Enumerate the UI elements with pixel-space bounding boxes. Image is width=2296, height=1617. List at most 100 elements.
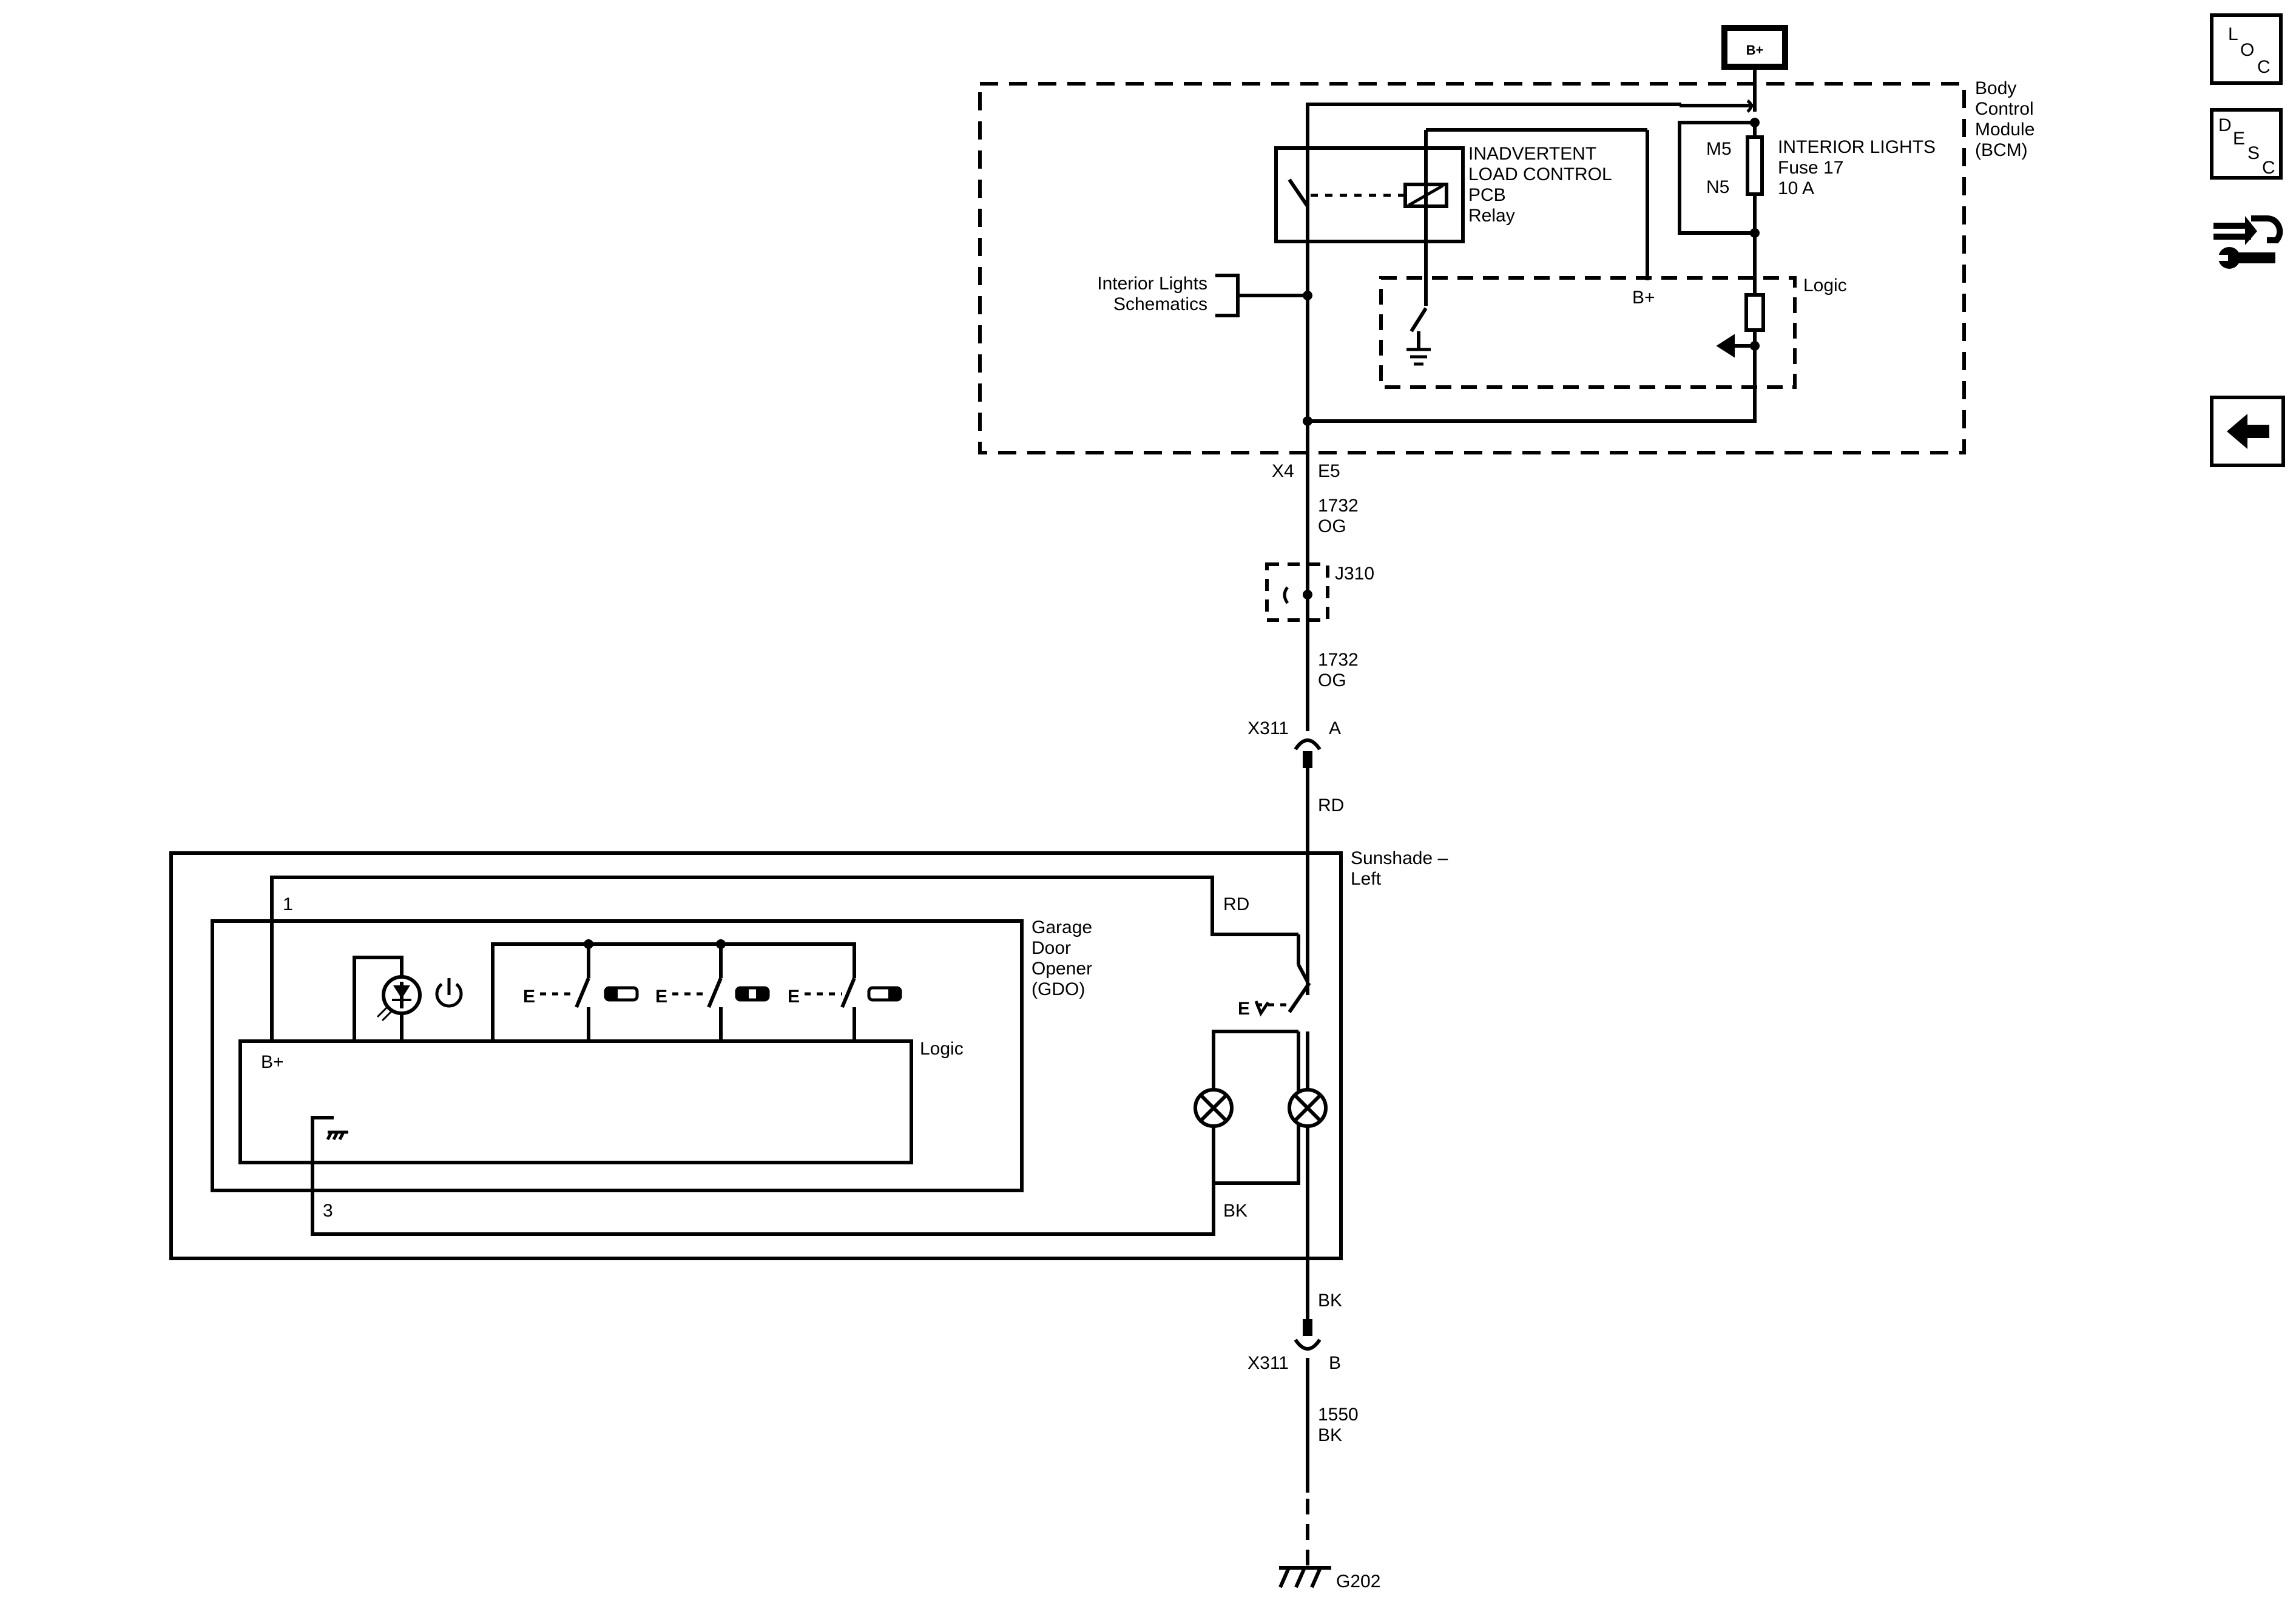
gdo-junction-dots <box>584 939 726 949</box>
b-plus-label: B+ <box>1746 42 1764 58</box>
gdo-button-switches <box>491 942 856 1041</box>
svg-text:X311: X311 <box>1248 718 1289 738</box>
desc-letter-e: E <box>2233 129 2246 149</box>
bcm-ground-icon <box>1406 348 1431 366</box>
bcm-logic-box <box>1379 276 1797 389</box>
wire-1550-color: BK <box>1318 1425 1342 1445</box>
gdo-name: Garage Door Opener (GDO) <box>1032 917 1092 999</box>
svg-text:Module: Module <box>1975 120 2034 140</box>
gdo-box <box>211 919 1024 1192</box>
wire-1732-circuit: 1732 <box>1318 496 1359 516</box>
svg-text:E: E <box>1238 999 1250 1019</box>
svg-text:E: E <box>523 987 535 1007</box>
desc-letter-d: D <box>2218 115 2232 135</box>
connector-x311-a: X311 A <box>1248 718 1341 768</box>
wire-rd-label: RD <box>1318 795 1344 815</box>
bcm-logic-bplus: B+ <box>1632 288 1655 308</box>
svg-text:Relay: Relay <box>1468 206 1515 226</box>
sunshade-name: Sunshade – Left <box>1351 848 1448 889</box>
connector-x311-b: X311 B <box>1248 1319 1341 1373</box>
sunshade-pin-1: 1 <box>283 894 293 914</box>
svg-text:Garage: Garage <box>1032 917 1092 937</box>
bcm-logic-label: Logic <box>1803 275 1847 295</box>
connector-wrench-icon <box>2213 215 2283 269</box>
b-plus-power-source: B+ <box>1721 25 1788 70</box>
gdo-button-1: E <box>523 986 639 1007</box>
svg-text:PCB: PCB <box>1468 185 1506 205</box>
back-arrow-icon <box>2227 414 2269 449</box>
location-button[interactable]: L O C <box>2210 13 2283 85</box>
svg-text:Fuse 17: Fuse 17 <box>1778 158 1843 178</box>
wire-1550-circuit: 1550 <box>1318 1405 1359 1425</box>
led-indicator <box>353 956 422 1041</box>
connector-tools-button[interactable] <box>2209 204 2288 283</box>
main-harness <box>1294 421 1322 995</box>
bcm-wiring <box>1306 67 1764 461</box>
gdo-logic-bplus: B+ <box>261 1052 284 1072</box>
gdo-button-2: E <box>655 986 770 1007</box>
svg-text:INTERIOR LIGHTS: INTERIOR LIGHTS <box>1778 137 1936 157</box>
wire-1732-color: OG <box>1318 516 1346 536</box>
lamp-left-icon <box>1194 1088 1234 1128</box>
junction-dots <box>1303 118 1760 426</box>
svg-text:E: E <box>655 987 667 1007</box>
bcm-logic-internals <box>1410 278 1765 387</box>
sunshade-lamp-switch: E <box>1238 934 1311 1019</box>
connector-x4-pin: E5 <box>1318 461 1340 481</box>
sunshade-left-box <box>169 851 1343 1260</box>
svg-text:Control: Control <box>1975 99 2034 119</box>
loc-letter-l: L <box>2228 24 2238 44</box>
desc-letter-s: S <box>2247 143 2260 163</box>
splice-j310-label: J310 <box>1335 564 1374 584</box>
splice-j310: J310 <box>1265 562 1374 622</box>
fuse-pin-m5: M5 <box>1706 139 1732 159</box>
loc-letter-c: C <box>2257 57 2271 77</box>
wire-bk-label: BK <box>1318 1291 1342 1311</box>
svg-text:Body: Body <box>1975 78 2016 98</box>
relay-label: INADVERTENT LOAD CONTROL PCB Relay <box>1468 144 1612 226</box>
ground-g202-label: G202 <box>1336 1571 1380 1592</box>
sunshade-wiring <box>270 876 1309 1258</box>
svg-text:Left: Left <box>1351 869 1382 889</box>
wire-1732-circuit-2: 1732 <box>1318 650 1359 670</box>
svg-text:10 A: 10 A <box>1778 178 1814 198</box>
svg-text:Door: Door <box>1032 938 1071 958</box>
svg-text:(GDO): (GDO) <box>1032 979 1085 999</box>
svg-text:INADVERTENT: INADVERTENT <box>1468 144 1596 164</box>
svg-text:Sunshade –: Sunshade – <box>1351 848 1448 868</box>
svg-text:B: B <box>1329 1353 1341 1373</box>
pcb-relay <box>1274 141 1465 303</box>
fuse-label: INTERIOR LIGHTS Fuse 17 10 A <box>1778 137 1936 198</box>
desc-letter-c: C <box>2262 158 2275 178</box>
ground-g202-icon <box>1278 1566 1331 1588</box>
svg-text:Opener: Opener <box>1032 959 1092 979</box>
bcm-outline <box>978 82 1966 454</box>
sunshade-wire-rd: RD <box>1223 894 1249 914</box>
connector-x4: X4 <box>1272 461 1294 481</box>
svg-text:Schematics: Schematics <box>1113 294 1207 314</box>
gdo-ground-icon <box>311 1118 348 1141</box>
sunshade-wire-bk: BK <box>1223 1201 1248 1221</box>
description-button[interactable]: D E S C <box>2210 108 2283 180</box>
svg-text:X311: X311 <box>1248 1353 1289 1373</box>
fuse-pin-n5: N5 <box>1706 177 1729 197</box>
gdo-button-3: E <box>788 986 902 1007</box>
fuse-17 <box>1746 135 1764 196</box>
loc-letter-o: O <box>2240 40 2255 60</box>
interior-lights-schematics-ref[interactable]: Interior Lights Schematics <box>1097 274 1312 317</box>
back-button[interactable] <box>2210 396 2285 467</box>
relay-switch <box>1288 178 1309 208</box>
svg-text:A: A <box>1329 718 1341 738</box>
svg-text:LOAD CONTROL: LOAD CONTROL <box>1468 164 1612 184</box>
sunshade-pin-3: 3 <box>323 1201 333 1221</box>
svg-text:(BCM): (BCM) <box>1975 140 2028 160</box>
gdo-logic-label: Logic <box>920 1039 964 1059</box>
power-icon <box>435 978 463 1008</box>
wire-1732-color-2: OG <box>1318 670 1346 690</box>
bcm-name: Body Control Module (BCM) <box>1975 78 2034 160</box>
gdo-logic-box <box>238 1039 913 1164</box>
svg-text:Interior Lights: Interior Lights <box>1097 274 1207 294</box>
lamp-right-icon <box>1288 1088 1328 1128</box>
svg-text:E: E <box>788 987 800 1007</box>
